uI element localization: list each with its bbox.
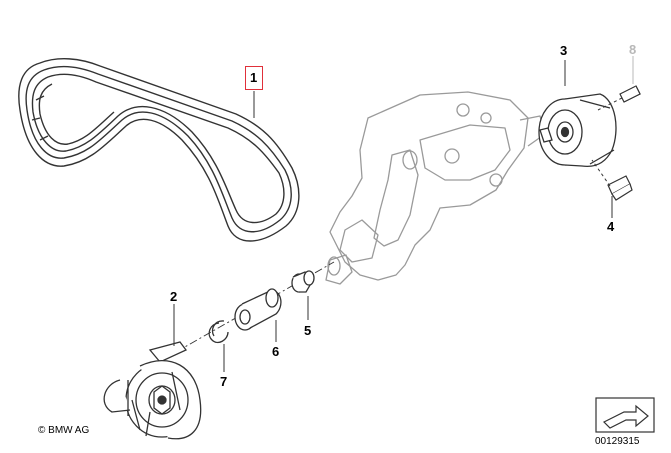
callout-6[interactable]: 6	[272, 344, 280, 359]
callout-5[interactable]: 5	[304, 323, 312, 338]
circlip-7[interactable]	[208, 320, 229, 344]
callout-4[interactable]: 4	[607, 219, 615, 234]
sleeve-6[interactable]	[234, 288, 282, 331]
callout-8[interactable]: 8	[629, 42, 637, 57]
bush-5[interactable]	[291, 270, 315, 293]
callout-2[interactable]: 2	[170, 289, 178, 304]
callout-3[interactable]: 3	[560, 43, 568, 58]
callout-7[interactable]: 7	[220, 374, 228, 389]
callout-1[interactable]: 1	[250, 70, 258, 85]
next-page-arrow-icon[interactable]	[595, 397, 655, 433]
deflection-pulley[interactable]	[103, 341, 202, 440]
copyright-label: © BMW AG	[38, 425, 90, 436]
bolt-8[interactable]	[619, 85, 641, 103]
selection-highlight-box	[245, 66, 263, 90]
document-number: 00129315	[595, 436, 640, 447]
bracket-housing	[325, 91, 546, 285]
dash-guide-8	[597, 97, 623, 111]
ribbed-v-belt[interactable]	[18, 58, 300, 242]
bolt-4[interactable]	[607, 175, 633, 201]
dash-guide-4	[591, 159, 611, 187]
tensioner-pulley[interactable]	[538, 93, 617, 168]
